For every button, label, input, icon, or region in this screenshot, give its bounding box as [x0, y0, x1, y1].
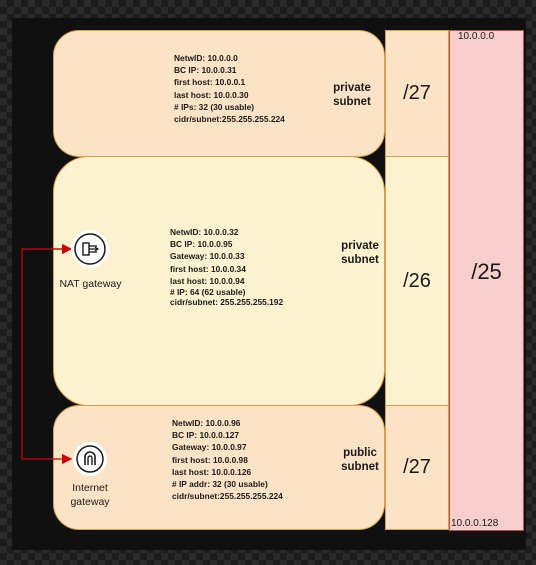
- subnet-2-line-ips: # IP: 64 (62 usable): [170, 287, 246, 298]
- subnet-2-mask: /26: [385, 156, 449, 406]
- subnet-3-line-ips: # IP addr: 32 (30 usable): [172, 479, 268, 490]
- subnet-3-line-netwid: NetwID: 10.0.0.96: [172, 418, 241, 428]
- subnet-1-mask: /27: [385, 30, 449, 157]
- subnet-1-kind: private subnet: [333, 82, 371, 108]
- subnet-2-info: NetwID: 10.0.0.32 BC IP: 10.0.0.95 Gatew…: [170, 226, 283, 307]
- subnet-2-kind: private subnet: [341, 240, 379, 266]
- subnet-3-kind: public subnet: [341, 447, 379, 473]
- subnet-2-line-last: last host: 10.0.0.94: [170, 275, 245, 286]
- nat-gateway-icon: [71, 230, 109, 268]
- vpc-start-address: 10.0.0.0: [458, 31, 495, 42]
- subnet-2-line-first: first host: 10.0.0.34: [170, 263, 246, 274]
- subnet-3-line-cidr: cidr/subnet:255.255.255.224: [172, 491, 283, 502]
- subnet-3-info: NetwID: 10.0.0.96 BC IP: 10.0.0.127 Gate…: [172, 417, 283, 502]
- internet-gateway-label: Internet gateway: [70, 482, 110, 508]
- subnet-2-line-netwid: NetwID: 10.0.0.32: [170, 227, 239, 237]
- subnet-1-line-cidr: cidr/subnet:255.255.255.224: [174, 114, 285, 125]
- public-subnet: NetwID: 10.0.0.96 BC IP: 10.0.0.127 Gate…: [53, 405, 385, 530]
- subnet-2-line-bc: BC IP: 10.0.0.95: [170, 239, 233, 250]
- subnet-3-line-last: last host: 10.0.0.126: [172, 466, 252, 477]
- vpc-mask: /25: [471, 259, 502, 284]
- subnet-2-line-cidr: cidr/subnet: 255.255.255.192: [170, 297, 284, 308]
- nat-gateway-label: NAT gateway: [59, 278, 122, 290]
- private-subnet-1: NetwID: 10.0.0.0 BC IP: 10.0.0.31 first …: [53, 30, 385, 157]
- private-subnet-2: NetwID: 10.0.0.32 BC IP: 10.0.0.95 Gatew…: [53, 156, 385, 406]
- subnet-3-line-gateway: Gateway: 10.0.0.97: [172, 442, 247, 453]
- subnet-1-line-last: last host: 10.0.0.30: [174, 89, 249, 100]
- subnet-1-line-ips: # IPs: 32 (30 usable): [174, 101, 255, 112]
- vpc-end-address: 10.0.0.128: [451, 518, 499, 529]
- subnet-1-line-netwid: NetwID: 10.0.0.0: [174, 53, 238, 63]
- subnet-3-line-first: first host: 10.0.0.98: [172, 454, 248, 465]
- subnet-3-mask: /27: [385, 405, 449, 530]
- subnet-1-line-bc: BC IP: 10.0.0.31: [174, 65, 237, 76]
- subnet-1-info: NetwID: 10.0.0.0 BC IP: 10.0.0.31 first …: [174, 52, 285, 125]
- vpc-range: 10.0.0.0 /25 10.0.0.128: [449, 30, 524, 531]
- internet-gateway-icon: [73, 442, 107, 476]
- subnet-3-line-bc: BC IP: 10.0.0.127: [172, 430, 240, 441]
- subnet-1-line-first: first host: 10.0.0.1: [174, 77, 246, 88]
- subnet-2-line-gateway: Gateway: 10.0.0.33: [170, 251, 245, 262]
